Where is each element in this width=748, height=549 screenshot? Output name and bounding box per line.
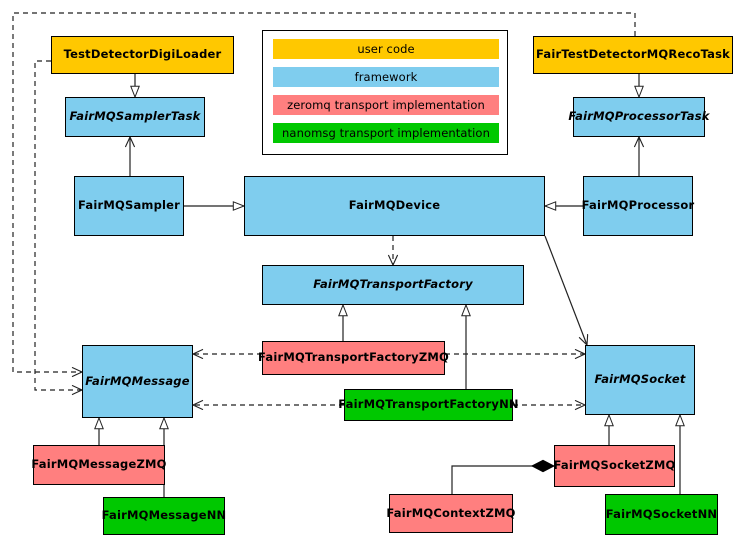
class-box-fairmqdevice[interactable]: FairMQDevice [244, 176, 545, 236]
class-label: TestDetectorDigiLoader [63, 47, 222, 62]
legend-item-framework: framework [273, 67, 499, 87]
class-box-fairmqsampler[interactable]: FairMQSampler [74, 176, 184, 236]
class-label: FairMQProcessorTask [568, 109, 710, 124]
edge-contextzmq-socketzmq [451, 466, 554, 494]
class-box-testdetectordigiloader[interactable]: TestDetectorDigiLoader [51, 36, 234, 74]
edge-digiloader-message [34, 60, 82, 390]
class-label: FairMQDevice [348, 198, 441, 213]
class-box-fairmqsocketnn[interactable]: FairMQSocketNN [605, 494, 718, 535]
legend-item-nanomsg: nanomsg transport implementation [273, 123, 499, 143]
legend-label: zeromq transport implementation [287, 98, 485, 112]
class-box-fairmqmessage[interactable]: FairMQMessage [82, 345, 193, 418]
class-box-fairmqprocessortask[interactable]: FairMQProcessorTask [568, 97, 709, 137]
legend-label: nanomsg transport implementation [282, 126, 490, 140]
class-box-fairmqmessagezmq[interactable]: FairMQMessageZMQ [31, 445, 167, 485]
class-label: FairMQTransportFactoryNN [338, 397, 519, 412]
class-label: FairMQProcessor [581, 198, 695, 213]
class-label: FairMQMessageZMQ [31, 457, 167, 472]
class-label: FairMQSocket [594, 372, 686, 387]
class-box-fairmqtransportfactorynn[interactable]: FairMQTransportFactoryNN [338, 389, 519, 421]
class-box-fairtestdetectormqrecotask[interactable]: FairTestDetectorMQRecoTask [533, 36, 733, 74]
class-label: FairMQContextZMQ [386, 505, 516, 520]
class-box-fairmqsocket[interactable]: FairMQSocket [585, 345, 695, 415]
edge-recotask-message [12, 12, 636, 372]
class-label: FairMQMessage [85, 373, 190, 388]
edge-device-socket [544, 235, 587, 345]
legend-item-zeromq: zeromq transport implementation [273, 95, 499, 115]
class-box-fairmqtransportfactoryzmq[interactable]: FairMQTransportFactoryZMQ [258, 341, 449, 375]
legend-panel: user code framework zeromq transport imp… [262, 30, 508, 155]
class-label: FairMQSocketNN [605, 506, 718, 521]
class-box-fairmqtransportfactory[interactable]: FairMQTransportFactory [262, 265, 524, 305]
class-label: FairTestDetectorMQRecoTask [536, 47, 730, 62]
class-label: FairMQTransportFactory [313, 277, 473, 292]
class-box-fairmqsamplertask[interactable]: FairMQSamplerTask [65, 97, 205, 137]
class-box-fairmqprocessor[interactable]: FairMQProcessor [581, 176, 695, 236]
class-box-fairmqmessagenn[interactable]: FairMQMessageNN [101, 497, 227, 535]
class-label: FairMQSampler [77, 198, 181, 213]
legend-label: user code [357, 42, 415, 56]
class-box-fairmqcontextzmq[interactable]: FairMQContextZMQ [386, 494, 516, 533]
class-label: FairMQSocketZMQ [553, 458, 676, 473]
legend-item-user-code: user code [273, 39, 499, 59]
class-box-fairmqsocketzmq[interactable]: FairMQSocketZMQ [554, 445, 675, 487]
class-label: FairMQTransportFactoryZMQ [258, 350, 450, 365]
class-label: FairMQMessageNN [101, 508, 227, 523]
legend-label: framework [354, 70, 418, 84]
class-label: FairMQSamplerTask [69, 109, 201, 124]
